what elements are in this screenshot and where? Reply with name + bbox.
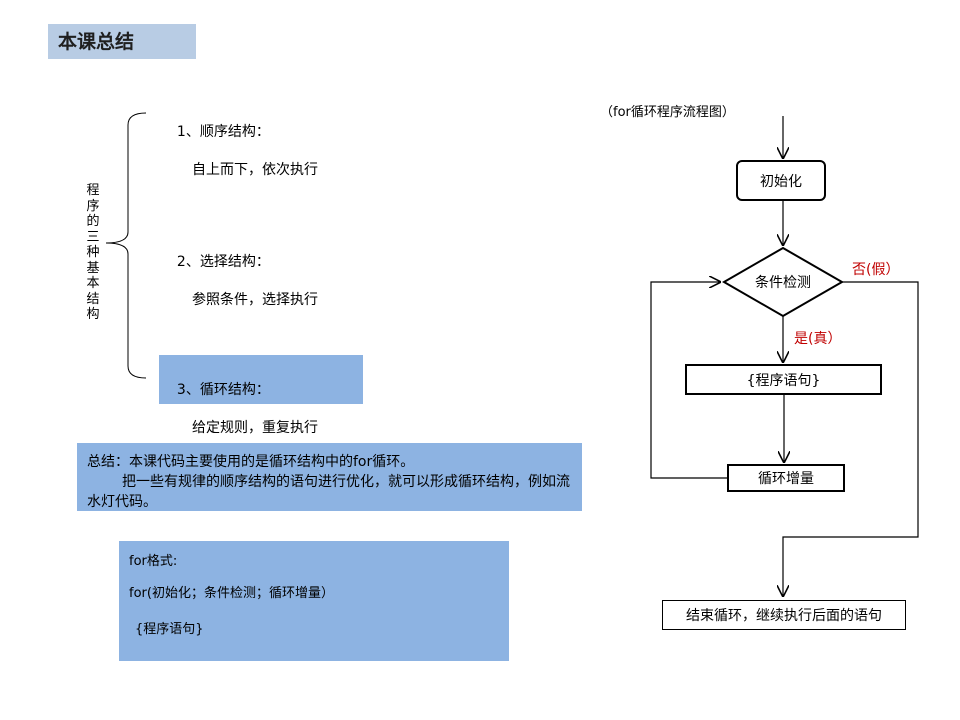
item-detail: 参照条件，选择执行 <box>192 292 318 308</box>
increment-label: 循环增量 <box>758 471 814 487</box>
end-box: 结束循环，继续执行后面的语句 <box>662 600 906 630</box>
item-sequence: 1、顺序结构： 自上而下，依次执行 <box>168 104 318 199</box>
format-title: for格式: <box>129 554 178 569</box>
flowchart-caption: （for循环程序流程图） <box>600 105 735 120</box>
format-body: {程序语句} <box>135 622 204 637</box>
item-heading: 1、顺序结构： <box>176 124 270 140</box>
item-heading: 2、选择结构： <box>176 254 270 270</box>
summary-line-2: 把一些有规律的顺序结构的语句进行优化，就可以形成循环结构，例如流水灯代码。 <box>87 474 570 510</box>
format-syntax: for(初始化；条件检测；循环增量） <box>129 586 334 601</box>
for-format-box: for格式: for(初始化；条件检测；循环增量） {程序语句} <box>119 541 509 661</box>
end-label: 结束循环，继续执行后面的语句 <box>686 608 882 624</box>
item-detail: 自上而下，依次执行 <box>192 162 318 178</box>
item-loop: 3、循环结构： 给定规则，重复执行 <box>168 362 318 457</box>
statement-box: {程序语句} <box>685 364 882 395</box>
init-box: 初始化 <box>736 160 826 201</box>
condition-label: 条件检测 <box>755 275 811 291</box>
slide-title: 本课总结 <box>48 24 196 59</box>
summary-box: 总结：本课代码主要使用的是循环结构中的for循环。 把一些有规律的顺序结构的语句… <box>77 443 582 511</box>
brace-shape <box>105 112 147 379</box>
summary-line-1: 总结：本课代码主要使用的是循环结构中的for循环。 <box>87 454 415 470</box>
item-detail: 给定规则，重复执行 <box>192 420 318 436</box>
increment-box: 循环增量 <box>727 464 845 492</box>
init-label: 初始化 <box>760 173 802 190</box>
statement-label: {程序语句} <box>746 372 821 389</box>
true-label: 是(真） <box>794 331 842 347</box>
item-selection: 2、选择结构： 参照条件，选择执行 <box>168 234 318 329</box>
false-label: 否(假） <box>852 262 900 278</box>
item-heading: 3、循环结构： <box>176 382 270 398</box>
structures-vertical-label: 程 序 的 三 种 基 本 结 构 <box>86 183 100 322</box>
item-loop-highlight <box>159 355 363 404</box>
